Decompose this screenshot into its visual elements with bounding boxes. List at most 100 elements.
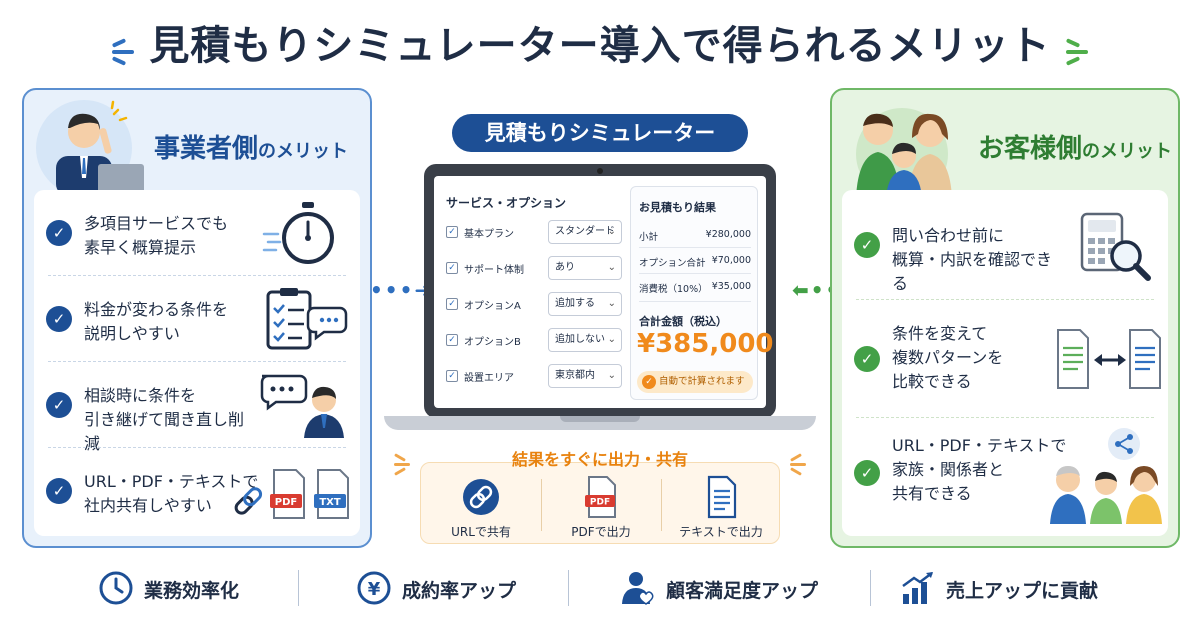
export-pdf-button[interactable]: PDF PDFで出力 (541, 471, 661, 541)
share-family-icon (1050, 428, 1162, 524)
option-label: サポート体制 (464, 265, 524, 276)
business-panel-title: 事業者側のメリット (154, 134, 349, 164)
header: 見積もりシミュレーター導入で得られるメリット (0, 14, 1200, 78)
option-label: 設置エリア (464, 373, 514, 384)
options-title: サービス・オプション (446, 196, 567, 210)
list-item: ✓ 多項目サービスでも 素早く概算提示 (34, 190, 360, 276)
option-row: ✓ サポート体制 あり⌄ (446, 256, 622, 282)
option-row: ✓ 設置エリア 東京都内⌄ (446, 364, 622, 390)
chevron-down-icon: ⌄ (607, 370, 616, 381)
burst-right-icon (790, 452, 806, 477)
benefit-text: 相談時に条件を 引き継げて聞き直し削減 (84, 386, 245, 453)
list-item: ✓ URL・PDF・テキストで 家族・関係者と 共有できる (842, 418, 1168, 536)
list-item: ✓ 料金が変わる条件を 説明しやすい (34, 276, 360, 362)
option-row: ✓ 基本プラン スタンダード⌄ (446, 220, 622, 246)
bottom-benefits-bar: 業務効率化 ¥ 成約率アップ 顧客満足度アップ 売上アップに貢献 (0, 560, 1200, 616)
share-url-label: URLで共有 (451, 525, 511, 539)
list-item: ✓ URL・PDF・テキストで 社内共有しやすい PDF TXT (34, 448, 360, 534)
share-url-button[interactable]: URLで共有 (421, 471, 541, 541)
business-panel-header: 事業者側のメリット (24, 90, 370, 198)
benefit-text: 料金が変わる条件を 説明しやすい (84, 300, 229, 343)
option-label: オプションB (464, 337, 521, 348)
stopwatch-icon (262, 202, 334, 264)
clock-icon (99, 571, 133, 605)
estimate-result-card: お見積もり結果 小計¥280,000 オプション合計¥70,000 消費税（10… (630, 186, 774, 400)
export-text-label: テキストで出力 (679, 525, 763, 539)
option-select[interactable]: 追加しない⌄ (548, 328, 622, 352)
page-title: 見積もりシミュレーター導入で得られるメリット (149, 23, 1051, 69)
dotted-arrow-right-icon: •••➜ (370, 278, 434, 302)
laptop-notch (560, 416, 640, 422)
option-select[interactable]: 追加する⌄ (548, 292, 622, 316)
option-label: 基本プラン (464, 229, 514, 240)
customer-panel-header: お客様側のメリット (832, 90, 1178, 198)
growth-chart-icon (902, 572, 933, 604)
pdf-badge: PDF (590, 498, 610, 508)
check-icon: ✓ (46, 306, 72, 332)
share-options-box: URLで共有 PDF PDFで出力 テキストで出力 (420, 462, 780, 544)
export-pdf-label: PDFで出力 (571, 525, 631, 539)
list-item: ✓ 問い合わせ前に 概算・内訳を確認できる (842, 190, 1168, 300)
benefit-text: 条件を変えて 複数パターンを 比較できる (892, 324, 1004, 391)
total-amount: ¥385,000 (637, 329, 774, 359)
chat-person-icon (260, 374, 344, 438)
result-line: オプション合計¥70,000 (639, 255, 751, 269)
check-icon: ✓ (642, 375, 656, 389)
chevron-down-icon: ⌄ (607, 334, 616, 345)
check-icon: ✓ (46, 220, 72, 246)
chevron-down-icon: ⌄ (607, 226, 616, 237)
benefit-text: URL・PDF・テキストで 社内共有しやすい (84, 472, 259, 515)
check-icon: ✓ (854, 346, 880, 372)
option-row: ✓ オプションB 追加しない⌄ (446, 328, 622, 354)
total-label: 合計金額（税込） (639, 315, 727, 328)
laptop-screen: サービス・オプション ✓ 基本プラン スタンダード⌄ ✓ サポート体制 あり⌄ … (424, 164, 776, 418)
clipboard-checklist-icon (266, 288, 348, 350)
chevron-down-icon: ⌄ (607, 262, 616, 273)
simulator-screen: サービス・オプション ✓ 基本プラン スタンダード⌄ ✓ サポート体制 あり⌄ … (434, 176, 774, 408)
list-item: ✓ 条件を変えて 複数パターンを 比較できる (842, 300, 1168, 418)
option-select[interactable]: 東京都内⌄ (548, 364, 622, 388)
option-checkbox[interactable]: ✓ (446, 298, 458, 310)
check-icon: ✓ (46, 392, 72, 418)
chevron-down-icon: ⌄ (607, 298, 616, 309)
result-line: 消費税（10%）¥35,000 (639, 281, 751, 295)
option-checkbox[interactable]: ✓ (446, 370, 458, 382)
customer-benefit-list: ✓ 問い合わせ前に 概算・内訳を確認できる ✓ 条件を変えて 複数パターンを 比… (842, 190, 1168, 536)
burst-left-icon (394, 452, 410, 477)
benefit-text: 問い合わせ前に 概算・内訳を確認できる (892, 226, 1053, 293)
title-sparkle-right-icon (1065, 36, 1088, 68)
result-line: 小計¥280,000 (639, 229, 751, 243)
businessman-laptop-icon (36, 100, 148, 197)
option-select[interactable]: あり⌄ (548, 256, 622, 280)
camera-dot (597, 168, 603, 174)
document-compare-icon (1057, 329, 1161, 389)
option-row: ✓ オプションA 追加する⌄ (446, 292, 622, 318)
option-checkbox[interactable]: ✓ (446, 226, 458, 238)
link-icon (234, 487, 263, 515)
customer-panel-title: お客様側のメリット (978, 134, 1173, 164)
simulator-badge: 見積もりシミュレーター (452, 114, 748, 152)
svg-text:¥: ¥ (368, 579, 381, 600)
business-benefit-list: ✓ 多項目サービスでも 素早く概算提示 ✓ 料金が変わる条件を 説明しやすい (34, 190, 360, 536)
check-icon: ✓ (46, 478, 72, 504)
calculator-magnifier-icon (1080, 212, 1151, 281)
benefit-text: 多項目サービスでも 素早く概算提示 (84, 214, 229, 257)
option-select[interactable]: スタンダード⌄ (548, 220, 622, 244)
option-checkbox[interactable]: ✓ (446, 262, 458, 274)
check-icon: ✓ (854, 232, 880, 258)
result-title: お見積もり結果 (639, 201, 716, 214)
text-file-icon (707, 475, 737, 519)
laptop-base (384, 416, 816, 430)
export-text-button[interactable]: テキストで出力 (661, 471, 781, 541)
family-icon (856, 108, 952, 198)
yen-icon: ¥ (357, 571, 391, 605)
check-icon: ✓ (854, 460, 880, 486)
auto-calc-badge: ✓自動で計算されます (637, 371, 753, 393)
option-checkbox[interactable]: ✓ (446, 334, 458, 346)
list-item: ✓ 相談時に条件を 引き継げて聞き直し削減 (34, 362, 360, 453)
option-label: オプションA (464, 301, 521, 312)
title-sparkle-left-icon (111, 36, 134, 68)
benefit-text: URL・PDF・テキストで 家族・関係者と 共有できる (892, 436, 1067, 503)
link-pdf-txt-icon: PDF TXT (234, 469, 349, 519)
pdf-badge: PDF (275, 497, 297, 508)
